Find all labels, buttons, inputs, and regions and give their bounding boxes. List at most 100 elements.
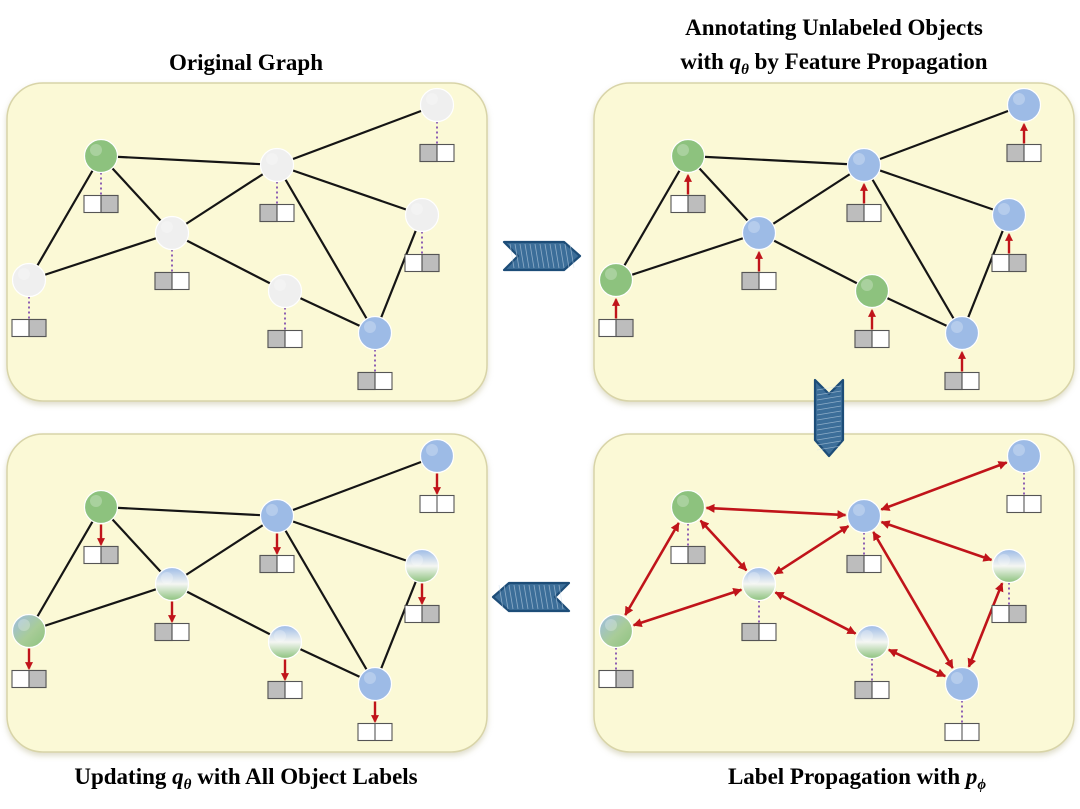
panel-label_prop bbox=[593, 433, 1075, 753]
node-circle bbox=[741, 566, 777, 602]
label-box bbox=[267, 329, 303, 349]
node-circle bbox=[598, 262, 634, 298]
graph-edge bbox=[615, 231, 760, 282]
node-circle bbox=[357, 315, 393, 351]
graph-node bbox=[357, 666, 393, 742]
graph-node bbox=[598, 262, 634, 338]
graph-edge bbox=[276, 164, 376, 334]
graph-node bbox=[670, 138, 706, 214]
node-circle bbox=[991, 197, 1027, 233]
graph-edge bbox=[28, 506, 102, 632]
panel-background bbox=[6, 433, 488, 753]
node-circle bbox=[670, 138, 706, 174]
node-highlight bbox=[951, 321, 963, 333]
panel-background bbox=[593, 82, 1075, 402]
label-box bbox=[1006, 143, 1042, 163]
graph-node bbox=[846, 498, 882, 574]
node-circle bbox=[267, 624, 303, 660]
panel-annotate bbox=[593, 82, 1075, 402]
graph-node bbox=[419, 438, 455, 514]
node-circle bbox=[419, 438, 455, 474]
node-circle bbox=[11, 262, 47, 298]
graph-node bbox=[1006, 438, 1042, 514]
graph-node bbox=[11, 262, 47, 338]
graph-node bbox=[991, 548, 1027, 624]
graph-node bbox=[846, 147, 882, 223]
label-box bbox=[404, 604, 440, 624]
node-circle bbox=[1006, 438, 1042, 474]
label-box bbox=[944, 722, 980, 742]
graph-edge bbox=[758, 164, 865, 234]
graph-edge bbox=[276, 163, 423, 217]
graph-node bbox=[83, 138, 119, 214]
graph-edge bbox=[276, 103, 438, 167]
node-highlight bbox=[998, 554, 1010, 566]
panel-background bbox=[593, 433, 1075, 753]
node-highlight bbox=[605, 268, 617, 280]
label-box bbox=[854, 680, 890, 700]
node-highlight bbox=[748, 221, 760, 233]
node-circle bbox=[846, 147, 882, 183]
label-box bbox=[670, 545, 706, 565]
label-box bbox=[419, 143, 455, 163]
edges bbox=[28, 103, 438, 334]
graph-edge bbox=[171, 164, 278, 234]
step-arrow-down-icon bbox=[813, 378, 845, 458]
node-circle bbox=[598, 613, 634, 649]
node-circle bbox=[741, 215, 777, 251]
graph-node bbox=[404, 197, 440, 273]
node-highlight bbox=[18, 268, 30, 280]
graph-node bbox=[741, 215, 777, 291]
node-highlight bbox=[161, 572, 173, 584]
node-highlight bbox=[426, 444, 438, 456]
title-annotating-line2: with qθ by Feature Propagation bbox=[680, 49, 987, 78]
node-circle bbox=[944, 666, 980, 702]
title-updating: Updating qθ with All Object Labels bbox=[74, 764, 417, 793]
graph-edge bbox=[276, 454, 438, 518]
label-box bbox=[419, 494, 455, 514]
label-box bbox=[854, 329, 890, 349]
node-highlight bbox=[411, 554, 423, 566]
graph-edge bbox=[100, 154, 278, 167]
label-box bbox=[357, 722, 393, 742]
node-circle bbox=[11, 613, 47, 649]
label-box bbox=[741, 271, 777, 291]
graph-node bbox=[854, 273, 890, 349]
graph-node bbox=[259, 498, 295, 574]
graph-edge bbox=[863, 103, 1025, 167]
label-box bbox=[846, 203, 882, 223]
panel-original bbox=[6, 82, 488, 402]
graph-edge bbox=[615, 155, 689, 281]
propagation-edge bbox=[774, 591, 857, 635]
edges bbox=[615, 103, 1025, 334]
graph-node bbox=[598, 613, 634, 689]
title-annotating-line1: Annotating Unlabeled Objects bbox=[685, 15, 983, 40]
graph-node bbox=[944, 315, 980, 391]
graph-node bbox=[1006, 87, 1042, 163]
graph-node bbox=[944, 666, 980, 742]
node-circle bbox=[357, 666, 393, 702]
node-highlight bbox=[853, 153, 865, 165]
graph-edge bbox=[100, 505, 278, 518]
node-circle bbox=[154, 215, 190, 251]
node-highlight bbox=[951, 672, 963, 684]
graph-edge bbox=[373, 214, 424, 334]
graph-edge bbox=[863, 163, 1010, 217]
node-circle bbox=[404, 197, 440, 233]
graph-edge bbox=[687, 154, 865, 167]
label-box bbox=[846, 554, 882, 574]
panel-update bbox=[6, 433, 488, 753]
node-highlight bbox=[853, 504, 865, 516]
node-circle bbox=[1006, 87, 1042, 123]
graph-edge bbox=[28, 155, 102, 281]
node-circle bbox=[944, 315, 980, 351]
label-box bbox=[83, 545, 119, 565]
node-highlight bbox=[998, 203, 1010, 215]
node-highlight bbox=[90, 144, 102, 156]
graph-edge bbox=[171, 232, 286, 292]
graph-node bbox=[741, 566, 777, 642]
label-box bbox=[83, 194, 119, 214]
label-box bbox=[670, 194, 706, 214]
node-highlight bbox=[274, 279, 286, 291]
